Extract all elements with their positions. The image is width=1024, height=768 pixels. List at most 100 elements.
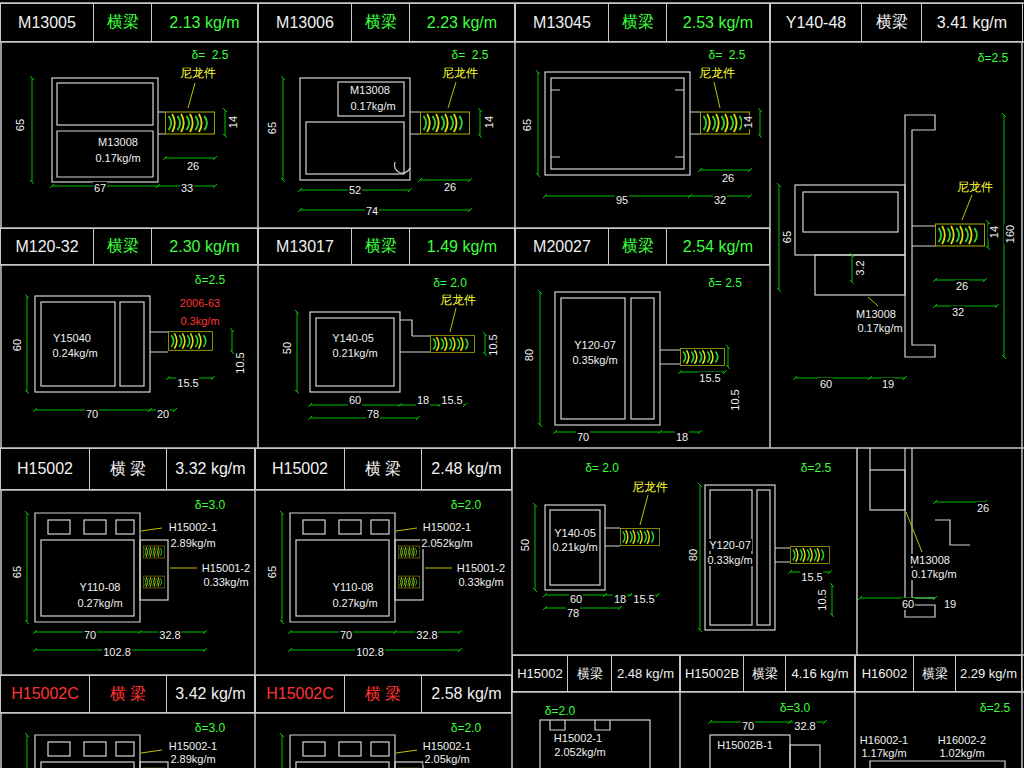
part-callout: 尼龙件 xyxy=(698,67,736,79)
dimension-or-part-label: 26 xyxy=(186,160,200,172)
leader-line xyxy=(448,82,456,108)
part-callout: 尼龙件 xyxy=(956,181,994,193)
leader-line xyxy=(906,512,922,552)
profile-outline xyxy=(27,513,205,650)
profile-outline xyxy=(35,296,150,392)
member-type: 横 梁 xyxy=(344,449,421,489)
leader-line xyxy=(868,297,878,306)
dimension-or-part-label: 26 xyxy=(721,172,735,184)
profile-outline xyxy=(306,122,404,174)
dimension-or-part-label: 15.5 xyxy=(632,593,655,605)
profile-outline xyxy=(35,296,213,392)
unit-weight: 2.13 kg/m xyxy=(151,4,257,41)
wall-thickness: δ=2.5 xyxy=(800,462,832,474)
profile-outline xyxy=(790,745,820,768)
dimension-line xyxy=(27,296,232,410)
dimension-or-part-label: 2.89kg/m xyxy=(169,537,216,549)
profile-code: H15002C xyxy=(1,676,89,712)
dimension-line xyxy=(310,418,418,419)
profile-outline xyxy=(551,90,684,157)
dimension-or-part-label: 0.17kg/m xyxy=(910,568,957,580)
profile-outline xyxy=(550,720,610,730)
dimension-text: 60 xyxy=(11,338,23,352)
profile-code: M13006 xyxy=(259,4,351,41)
dimension-line xyxy=(538,72,760,196)
profile-header: H15002横梁2.48 kg/m xyxy=(512,655,680,692)
dimension-or-part-label: 60 xyxy=(901,598,915,610)
wall-thickness: δ=3.0 xyxy=(194,499,226,511)
dimension-line xyxy=(297,312,485,418)
profile-header: H15002横 梁3.32 kg/m xyxy=(0,448,255,490)
wall-thickness: δ= 2.5 xyxy=(707,277,743,289)
profile-code: M13017 xyxy=(259,229,351,264)
dimension-text: 10.5 xyxy=(816,588,828,611)
wall-thickness: δ=2.0 xyxy=(544,705,576,717)
dimension-or-part-label: 60 xyxy=(348,394,362,406)
dimension-line xyxy=(540,292,728,432)
dimension-text: 14 xyxy=(988,225,1000,239)
dimension-or-part-label: Y15040 xyxy=(52,332,92,344)
profile-outline xyxy=(57,83,153,125)
dimension-or-part-label: H15002-1 xyxy=(168,740,218,752)
dimension-text: 65 xyxy=(781,230,793,244)
unit-weight: 2.58 kg/m xyxy=(421,676,511,712)
dimension-or-part-label: H15002-1 xyxy=(422,740,472,752)
dimension-text: 65 xyxy=(11,565,23,579)
dimension-text: 10.5 xyxy=(487,333,499,356)
nylon-insert xyxy=(165,112,214,134)
profile-header: M13006横梁2.23 kg/m xyxy=(258,3,515,42)
grid-line xyxy=(856,448,858,655)
leader-line xyxy=(188,83,195,108)
dimension-or-part-label: 52 xyxy=(348,184,362,196)
dimension-or-part-label: 0.33kg/m xyxy=(457,576,504,588)
unit-weight: 2.53 kg/m xyxy=(666,4,769,41)
dimension-or-part-label: 0.27kg/m xyxy=(331,597,378,609)
nylon-insert xyxy=(620,529,659,546)
profile-outline xyxy=(912,226,935,246)
leader-line xyxy=(640,495,922,552)
dimension-or-part-label: 26 xyxy=(976,502,990,514)
grid-line xyxy=(0,3,2,768)
part-callout: 尼龙件 xyxy=(439,294,477,306)
profile-outline xyxy=(310,312,475,392)
dimension-or-part-label: 70 xyxy=(576,431,590,443)
grid-line xyxy=(257,3,259,448)
member-type: 横 梁 xyxy=(344,676,421,712)
nylon-insert xyxy=(430,336,474,353)
dimension-or-part-label: 60 xyxy=(569,593,583,605)
wall-thickness: δ=2.5 xyxy=(194,274,226,286)
dimension-text: 50 xyxy=(281,341,293,355)
dimension-or-part-label: H15002-1 xyxy=(168,521,218,533)
wall-thickness: δ=2.0 xyxy=(450,722,482,734)
profile-outline xyxy=(870,761,1005,768)
dimension-line xyxy=(935,306,997,307)
profile-outline xyxy=(551,78,684,169)
dimension-line xyxy=(728,347,729,367)
dimension-or-part-label: 32.8 xyxy=(415,629,438,641)
dimension-or-part-label: 19 xyxy=(943,598,957,610)
profile-code: M120-32 xyxy=(1,229,93,264)
grid-line xyxy=(769,3,771,448)
dimension-or-part-label: 2.05kg/m xyxy=(423,753,470,765)
unit-weight: 2.54 kg/m xyxy=(666,229,769,264)
dimension-line xyxy=(760,110,761,136)
dimension-or-part-label: 78 xyxy=(566,607,580,619)
dimension-or-part-label: Y110-08 xyxy=(79,581,122,593)
profile-outline xyxy=(710,735,790,768)
dimension-or-part-label: 26 xyxy=(955,280,969,292)
profile-outline xyxy=(338,82,404,116)
dimension-text: 80 xyxy=(687,548,699,562)
unit-weight: 3.42 kg/m xyxy=(166,676,254,712)
dimension-line xyxy=(232,330,233,352)
member-type: 横梁 xyxy=(93,229,151,264)
profile-outline xyxy=(52,78,215,182)
profile-outline xyxy=(282,513,460,650)
dimension-or-part-label: 2.89kg/m xyxy=(169,753,216,765)
leader-line xyxy=(188,83,195,108)
profile-outline xyxy=(905,448,935,617)
profile-header: H15002横 梁2.48 kg/m xyxy=(255,448,512,490)
dimension-or-part-label: H15002-1 xyxy=(422,521,472,533)
profile-outline xyxy=(310,312,400,392)
dimension-line xyxy=(297,312,298,392)
dimension-or-part-label: 15.5 xyxy=(698,372,721,384)
